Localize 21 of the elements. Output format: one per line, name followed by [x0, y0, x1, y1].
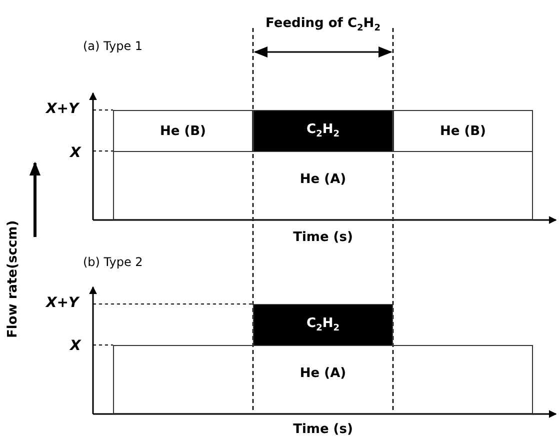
axis-tick-label: X — [70, 146, 81, 162]
axis-title: Time (s) — [293, 231, 353, 246]
axis-title: Time (s) — [293, 423, 353, 438]
axis-title: Flow rate(sccm) — [6, 220, 21, 338]
gas-flow-band — [113, 345, 533, 414]
band-label: C$_{2}$H$_{2}$ — [306, 122, 340, 140]
axis-tick-label: X — [70, 339, 81, 354]
band-label: He (B) — [160, 124, 206, 138]
feeding-label: Feeding of C$_{2}$H$_{2}$ — [266, 17, 380, 34]
band-label: He (A) — [300, 172, 346, 187]
panel-label: (b) Type 2 — [83, 256, 143, 270]
band-label: He (B) — [440, 124, 486, 138]
panel-label: (a) Type 1 — [83, 40, 143, 54]
gas-flow-band — [393, 110, 533, 152]
gas-flow-band — [113, 151, 533, 220]
band-label: He (A) — [300, 366, 346, 381]
band-label: C$_{2}$H$_{2}$ — [306, 316, 340, 334]
axis-tick-label: X+Y — [46, 102, 79, 118]
gas-flow-band — [253, 304, 393, 346]
gas-flow-band — [253, 110, 393, 152]
axis-tick-label: X+Y — [46, 296, 79, 312]
